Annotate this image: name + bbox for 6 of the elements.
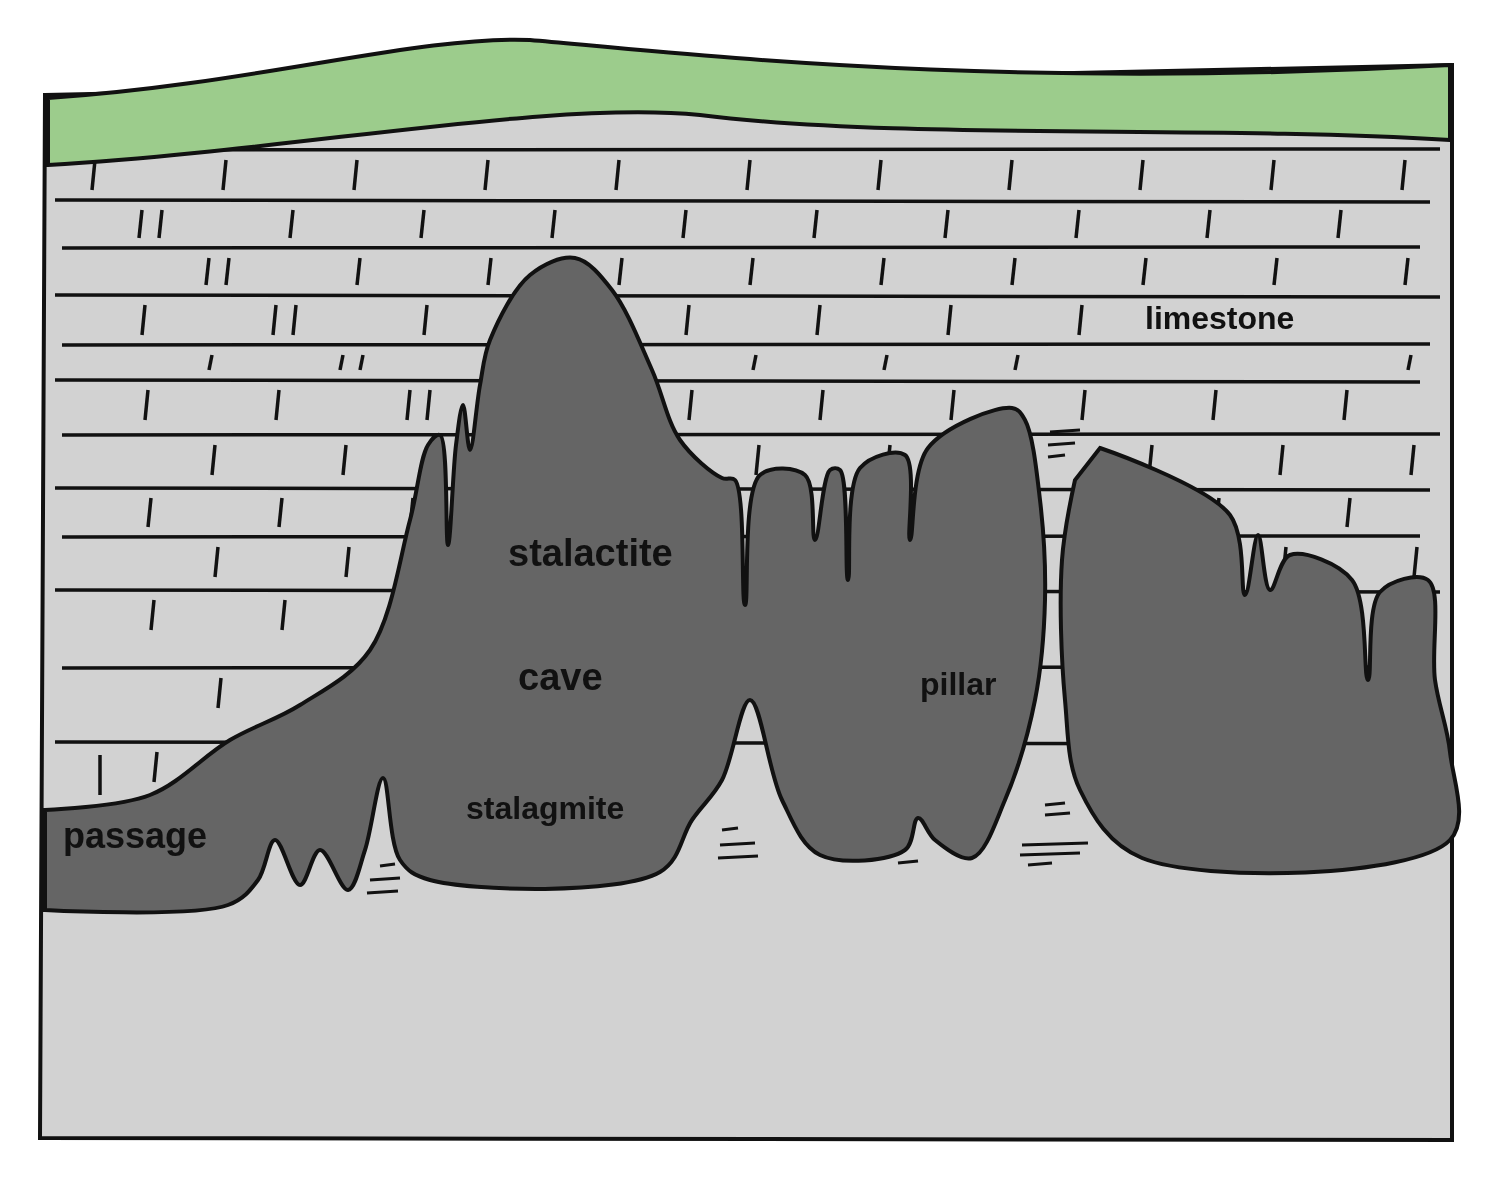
diagram-label: stalagmite <box>466 792 625 824</box>
diagram-label: stalactite <box>508 534 673 572</box>
diagram-label: limestone <box>1145 302 1295 334</box>
diagram-label: passage <box>63 818 208 854</box>
diagram-label: cave <box>518 658 603 696</box>
diagram-label: pillar <box>920 668 997 700</box>
